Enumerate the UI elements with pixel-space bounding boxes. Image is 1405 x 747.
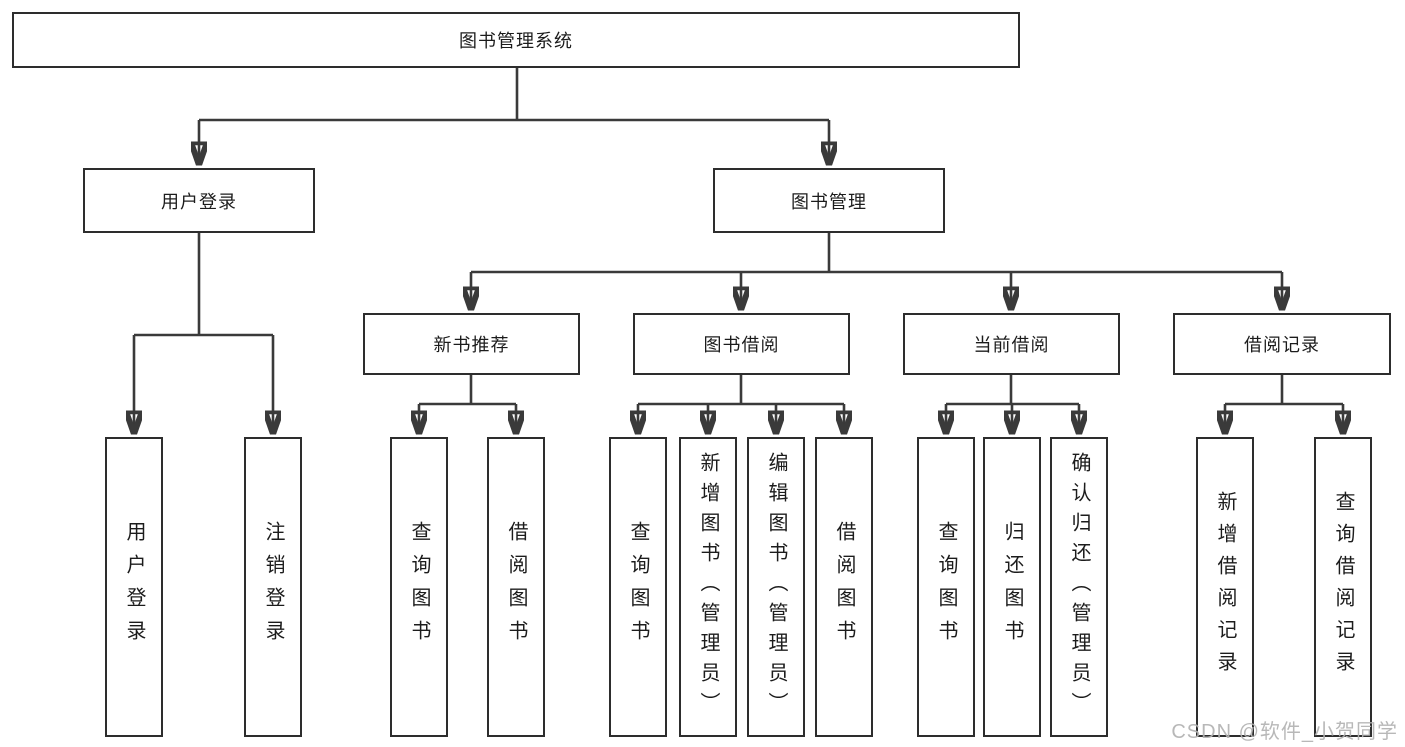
leaf-logout-login: 注销登录 — [244, 437, 302, 737]
node-new-book-recommend: 新书推荐 — [363, 313, 580, 375]
node-borrow-records: 借阅记录 — [1173, 313, 1391, 375]
leaf-cb-return-books-label: 归还图书 — [1001, 521, 1023, 653]
node-user-login-label: 用户登录 — [161, 191, 237, 212]
leaf-user-login-label: 用户登录 — [123, 521, 145, 653]
node-root: 图书管理系统 — [12, 12, 1020, 68]
leaf-user-login: 用户登录 — [105, 437, 163, 737]
leaf-bb-borrow-books: 借阅图书 — [815, 437, 873, 737]
connector-book-borrow-to-leaves — [638, 375, 844, 433]
leaf-br-add-record-label: 新增借阅记录 — [1214, 491, 1236, 683]
leaf-cb-return-books: 归还图书 — [983, 437, 1041, 737]
leaf-cb-query-books-label: 查询图书 — [935, 521, 957, 653]
leaf-bb-borrow-books-label: 借阅图书 — [833, 521, 855, 653]
leaf-bb-edit-books-admin: 编辑图书（管理员） — [747, 437, 805, 737]
node-book-borrow: 图书借阅 — [633, 313, 850, 375]
node-borrow-records-label: 借阅记录 — [1244, 335, 1320, 355]
node-book-management: 图书管理 — [713, 168, 945, 233]
leaf-bb-add-books-admin-label: 新增图书（管理员） — [697, 452, 719, 722]
leaf-br-query-record-label: 查询借阅记录 — [1332, 491, 1354, 683]
leaf-br-query-record: 查询借阅记录 — [1314, 437, 1372, 737]
connector-new-book-recommend-to-leaves — [419, 375, 516, 433]
leaf-nbr-query-books-label: 查询图书 — [408, 521, 430, 653]
leaf-logout-login-label: 注销登录 — [262, 521, 284, 653]
connector-root-to-level2 — [199, 67, 829, 164]
connector-book-management-to-level3 — [471, 233, 1282, 309]
node-current-borrow-label: 当前借阅 — [973, 335, 1050, 355]
leaf-nbr-query-books: 查询图书 — [390, 437, 448, 737]
node-new-book-recommend-label: 新书推荐 — [433, 335, 510, 355]
leaf-bb-add-books-admin: 新增图书（管理员） — [679, 437, 737, 737]
node-root-label: 图书管理系统 — [459, 31, 573, 51]
leaf-br-add-record: 新增借阅记录 — [1196, 437, 1254, 737]
leaf-bb-edit-books-admin-label: 编辑图书（管理员） — [765, 452, 787, 722]
leaf-bb-query-books: 查询图书 — [609, 437, 667, 737]
connector-current-borrow-to-leaves — [946, 375, 1079, 433]
leaf-cb-query-books: 查询图书 — [917, 437, 975, 737]
csdn-watermark: CSDN @软件_小贺同学 — [1171, 721, 1398, 743]
connector-borrow-records-to-leaves — [1225, 375, 1343, 433]
node-current-borrow: 当前借阅 — [903, 313, 1120, 375]
leaf-nbr-borrow-books: 借阅图书 — [487, 437, 545, 737]
leaf-cb-confirm-return-admin-label: 确认归还（管理员） — [1068, 452, 1090, 722]
node-user-login: 用户登录 — [83, 168, 315, 233]
connector-user-login-to-leaves — [134, 233, 273, 433]
leaf-bb-query-books-label: 查询图书 — [627, 521, 649, 653]
node-book-management-label: 图书管理 — [791, 191, 867, 212]
leaf-cb-confirm-return-admin: 确认归还（管理员） — [1050, 437, 1108, 737]
node-book-borrow-label: 图书借阅 — [703, 335, 780, 355]
leaf-nbr-borrow-books-label: 借阅图书 — [505, 521, 527, 653]
